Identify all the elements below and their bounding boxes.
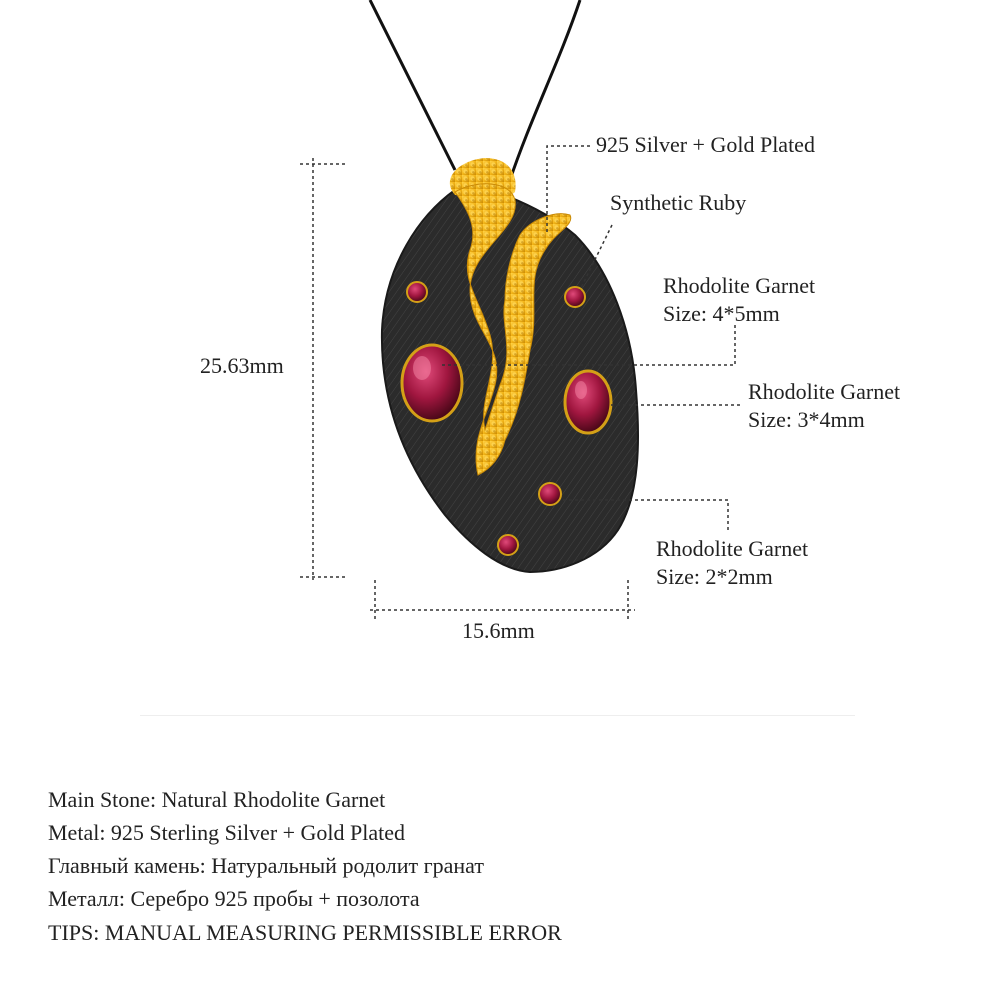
garnet-large-left [400,343,464,423]
chain [508,0,582,181]
garnet-small-lower-right [538,482,562,506]
garnet-c-size: Size: 2*2mm [656,564,773,589]
garnet-a-name: Rhodolite Garnet [663,273,816,298]
leader-garnet-a [440,325,736,366]
leader-metal [546,145,590,232]
spec-metal-ru: Металл: Серебро 925 пробы + позолота [48,886,420,911]
leader-garnet-c [560,499,729,530]
spec-tips: TIPS: MANUAL MEASURING PERMISSIBLE ERROR [48,920,562,945]
width-label: 15.6mm [462,618,535,643]
height-dimension [300,158,345,580]
width-dimension [370,580,635,620]
garnet-small-top-left [406,281,428,303]
chain [368,0,457,171]
garnet-c-name: Rhodolite Garnet [656,536,809,561]
spec-metal: Metal: 925 Sterling Silver + Gold Plated [48,820,406,845]
garnet-b-size: Size: 3*4mm [748,407,865,432]
ruby-callout: Synthetic Ruby [610,190,747,215]
gold-fissure [454,183,572,476]
spec-main-stone-ru: Главный камень: Натуральный родолит гран… [48,853,484,878]
spec-main-stone: Main Stone: Natural Rhodolite Garnet [48,787,386,812]
garnet-b-name: Rhodolite Garnet [748,379,901,404]
garnet-a-size: Size: 4*5mm [663,301,780,326]
metal-callout: 925 Silver + Gold Plated [596,132,815,157]
garnet-small-bottom [497,534,519,556]
garnet-oval-right [563,369,613,435]
leader-ruby [579,224,613,291]
divider [140,715,855,716]
height-label: 25.63mm [200,353,284,378]
ruby-top-right [564,286,586,308]
